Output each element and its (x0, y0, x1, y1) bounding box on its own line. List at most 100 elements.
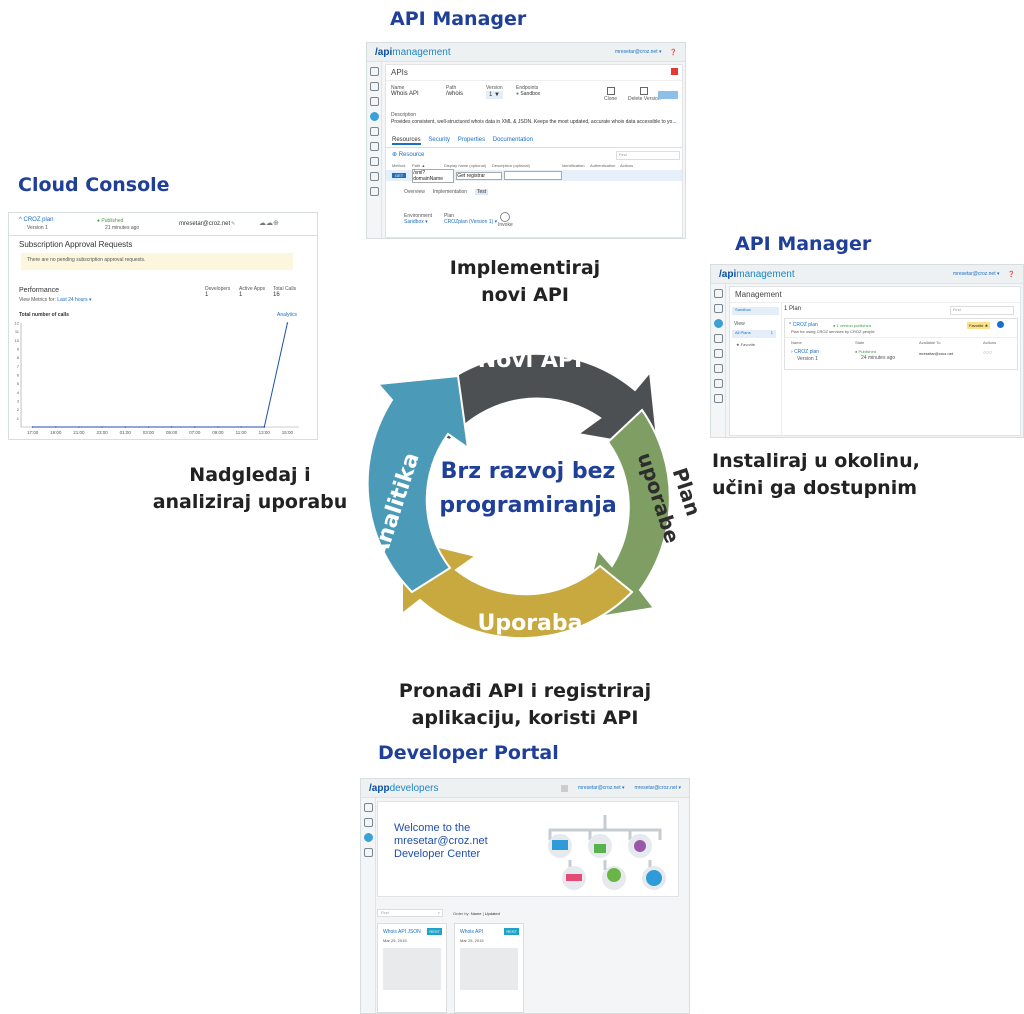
user-icon[interactable] (713, 349, 723, 358)
chart-x-tick-label: 03:00 (143, 430, 155, 435)
settings-icon[interactable] (369, 187, 379, 196)
subtab-implementation[interactable]: Implementation (432, 189, 468, 195)
search-icon[interactable] (369, 142, 379, 151)
stat-apps-label: Active Apps (239, 286, 266, 292)
resource-filter-input[interactable]: Find (616, 151, 680, 160)
settings-icon[interactable] (713, 394, 723, 403)
plan-row-name[interactable]: › CROZ plan (791, 349, 820, 355)
segment-label-novi-api: Novi API (478, 348, 582, 373)
api-card-title[interactable]: Whois API JSON (383, 929, 421, 935)
chart-title: Total number of calls (19, 312, 69, 318)
user-icon[interactable] (369, 157, 379, 166)
invoke-button[interactable]: Invoke (498, 212, 513, 228)
description-text[interactable]: Provides consistent, well-structured who… (391, 119, 677, 125)
api-card-image (460, 948, 518, 990)
doc-icon[interactable] (369, 82, 379, 91)
tab-properties[interactable]: Properties (457, 137, 486, 143)
tab-documentation[interactable]: Documentation (492, 137, 534, 143)
notification-icon[interactable] (561, 784, 568, 792)
segment-uporaba (401, 536, 634, 640)
lifecycle-diagram: Novi API Uporaba Analitika Plan uporabe … (366, 348, 706, 640)
edit-icon[interactable]: ✎ (231, 221, 236, 227)
subtab-overview[interactable]: Overview (404, 189, 425, 195)
add-resource-button[interactable]: ⊕ Resource (392, 152, 425, 158)
home-icon[interactable] (363, 803, 373, 812)
order-name[interactable]: Name (470, 911, 482, 916)
plan-icon[interactable] (713, 319, 723, 328)
plan-description: Plan for using CROZ services by CROZ peo… (791, 329, 875, 334)
stat-calls-label: Total Calls (273, 286, 297, 292)
welcome-line1: Welcome to the (394, 822, 471, 834)
cloud-icon[interactable] (369, 97, 379, 106)
endpoint-status: ● Sandbox (516, 91, 541, 97)
api-icon[interactable] (713, 334, 723, 343)
portal-org-menu[interactable]: mresetar@croz.net ▾ (578, 785, 625, 791)
clone-button[interactable]: Clone (604, 87, 617, 102)
api-right-brand: /apimanagement (719, 268, 795, 280)
version-select[interactable]: 1 ▼ (486, 91, 503, 99)
help-icon[interactable]: ❓ (1007, 271, 1015, 278)
environment-select[interactable]: Sandbox ▾ (404, 219, 428, 225)
api-icon[interactable] (369, 112, 379, 121)
api-top-section-title: APIs (386, 65, 682, 81)
plan-name-link[interactable]: ^ CROZ plan (19, 217, 54, 223)
plan-row-actions[interactable]: ○○○ (983, 350, 993, 356)
delete-version-button[interactable]: Delete Version (628, 87, 661, 102)
help-icon[interactable]: ❓ (669, 49, 677, 56)
chart-point (54, 426, 57, 428)
plan-icon[interactable] (369, 127, 379, 136)
plan-select[interactable]: CROZplan (Version 1) ▾ (444, 219, 498, 225)
chart-point (78, 426, 80, 428)
resource-row[interactable]: GET /xml?domainName Get registrar (386, 168, 682, 183)
analytics-link[interactable]: Analytics (277, 312, 298, 318)
stat-developers-label: Developers (205, 286, 231, 292)
api-icon[interactable] (363, 833, 373, 842)
env-selector[interactable]: Sandbox (732, 307, 779, 315)
chart-x-tick-label: 05:00 (166, 430, 178, 435)
portal-search-input[interactable]: Find⌕ (377, 909, 443, 917)
alert-icon[interactable] (671, 68, 678, 75)
chart-y-tick-label: 6 (17, 373, 20, 378)
doc-icon[interactable] (713, 304, 723, 313)
save-button[interactable] (658, 91, 678, 99)
apps-icon[interactable] (363, 848, 373, 857)
implement-caption-line2: novi API (481, 284, 569, 306)
action-icons[interactable]: ☁☁⊕ (259, 220, 279, 227)
chart-x-tick-label: 11:00 (236, 430, 247, 435)
home-icon[interactable] (713, 289, 723, 298)
report-icon[interactable] (713, 379, 723, 388)
api-card-date: Mar 25, 2015 (383, 938, 407, 943)
portal-user-menu[interactable]: mresetar@croz.net ▾ (634, 785, 682, 791)
catalog-icon[interactable] (363, 818, 373, 827)
welcome-line3: Developer Center (394, 848, 481, 860)
subtab-test[interactable]: Test (475, 189, 489, 195)
api-card[interactable]: Whois API JSON REST Mar 25, 2015 (377, 923, 447, 1013)
api-top-sidebar (367, 62, 382, 238)
plan-label: Plan (444, 213, 455, 219)
favorite-badge[interactable]: Favorite ★ (967, 322, 991, 329)
api-card-title[interactable]: Whois API (460, 929, 484, 935)
order-updated[interactable]: Updated (484, 911, 500, 916)
chart-x-tick-label: 13:00 (259, 430, 271, 435)
plan-card-title[interactable]: ^ CROZ plan (789, 322, 818, 328)
chart-x-tick-label: 07:00 (189, 430, 201, 435)
plan-filter-input[interactable]: Find (950, 306, 1014, 315)
stat-developers-value: 1 (205, 292, 209, 298)
search-icon[interactable] (713, 364, 723, 373)
api-right-user-menu[interactable]: mresetar@croz.net ▾ (953, 271, 1000, 277)
report-icon[interactable] (369, 172, 379, 181)
implement-caption-line1: Implementiraj (449, 257, 601, 279)
api-card[interactable]: Whois API REST Mar 25, 2015 (454, 923, 524, 1013)
api-top-user-menu[interactable]: mresetar@croz.net ▾ (615, 49, 662, 55)
path-value[interactable]: /whois (446, 91, 464, 97)
chart-point (193, 426, 196, 428)
period-select[interactable]: Last 24 hours ▾ (57, 297, 92, 303)
home-icon[interactable] (369, 67, 379, 76)
tab-resources[interactable]: Resources (392, 137, 421, 145)
favorite-filter[interactable]: ★ Favorite (736, 342, 756, 347)
add-plan-icon[interactable] (997, 321, 1004, 328)
name-value[interactable]: Whois API (391, 91, 419, 97)
tab-security[interactable]: Security (428, 137, 451, 143)
